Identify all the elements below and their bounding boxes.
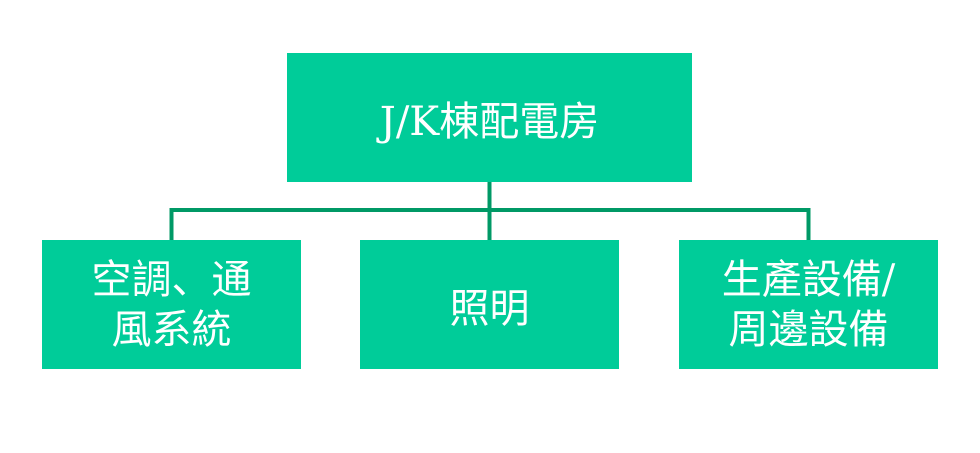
child-node-lighting: 照明 [360,240,619,369]
child-node-production-equipment: 生產設備/ 周邊設備 [679,240,938,369]
root-node-label: J/K棟配電房 [379,98,600,145]
child-node-label: 照明 [449,285,530,332]
child-node-label: 生產設備/ 周邊設備 [721,256,896,353]
child-node-label: 空調、通 風系統 [91,256,252,353]
child-node-hvac: 空調、通 風系統 [42,240,301,369]
root-node: J/K棟配電房 [287,53,692,182]
